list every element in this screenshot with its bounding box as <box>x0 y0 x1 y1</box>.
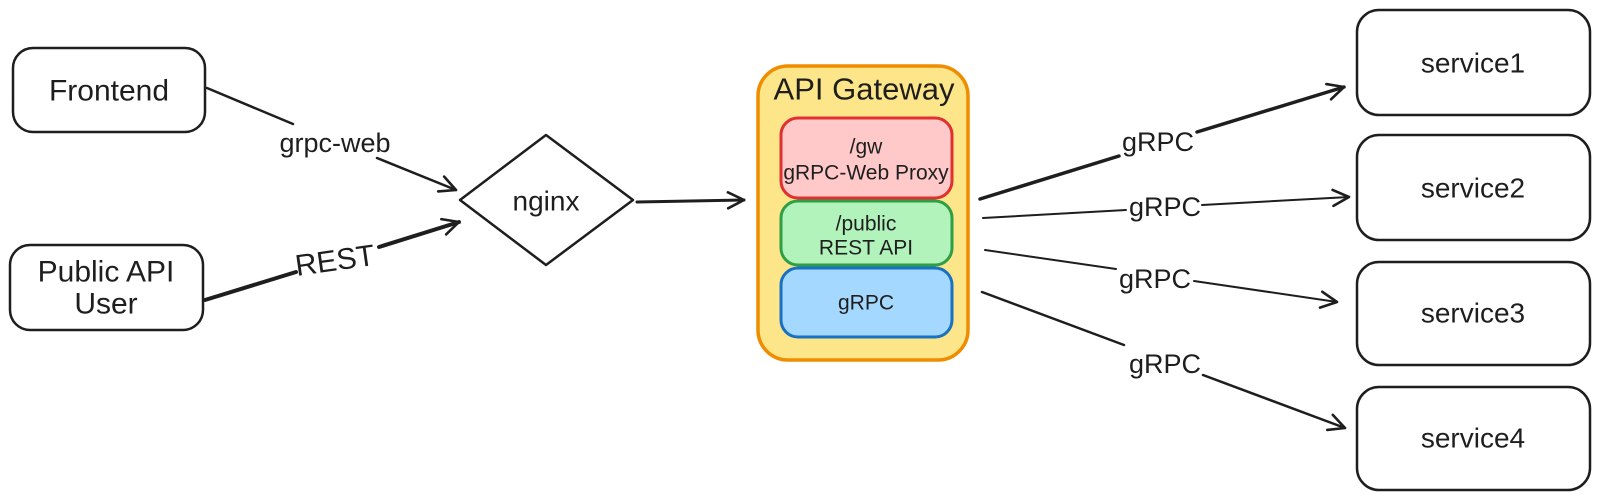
gateway-grpc-box <box>779 266 954 339</box>
node-public-api-user: Public API User <box>8 243 205 332</box>
edge-grpc-service2 <box>982 188 1351 219</box>
node-frontend: Frontend <box>11 46 207 134</box>
edge-grpc2-arrow <box>1201 188 1351 208</box>
frontend-box <box>11 46 207 134</box>
edge-label-grpc-4: gRPC <box>1129 349 1201 379</box>
edge-grpc-service1 <box>978 82 1346 201</box>
rest-api-label-line2: REST API <box>819 237 913 260</box>
edge-grpc4-segment <box>980 290 1126 347</box>
edge-grpc-web-arrow <box>375 156 458 193</box>
rest-api-label-line1: /public <box>836 213 897 236</box>
node-service4: service4 <box>1355 385 1592 492</box>
service1-label: service1 <box>1421 48 1525 79</box>
service3-box <box>1355 260 1592 367</box>
edge-label-grpc-2: gRPC <box>1129 192 1201 222</box>
edge-label-grpc-3: gRPC <box>1119 264 1191 294</box>
node-api-gateway: API Gateway /gw gRPC-Web Proxy /public R… <box>756 64 970 362</box>
public-api-user-label-line2: User <box>74 288 137 321</box>
edge-grpc-service3 <box>984 249 1339 309</box>
node-service2: service2 <box>1355 133 1592 242</box>
edge-grpc-web <box>205 86 458 193</box>
edge-rest-arrow <box>377 217 461 249</box>
edge-grpc-web-segment <box>205 86 295 126</box>
edges-layer <box>203 82 1351 432</box>
nginx-diamond <box>458 133 635 267</box>
edge-grpc1-segment <box>978 154 1121 201</box>
service1-box <box>1355 8 1592 117</box>
gateway-grpc-label: gRPC <box>838 292 894 315</box>
edge-nginx-gateway-arrow <box>635 191 746 210</box>
edge-label-grpc-1: gRPC <box>1122 127 1194 157</box>
gw-proxy-box <box>779 116 954 200</box>
service2-label: service2 <box>1421 173 1525 204</box>
service2-box <box>1355 133 1592 242</box>
service4-label: service4 <box>1421 423 1525 454</box>
rest-api-box <box>779 199 954 267</box>
gw-proxy-label-line1: /gw <box>850 136 884 159</box>
edge-grpc-service4 <box>980 290 1347 432</box>
edge-grpc3-segment <box>984 249 1117 270</box>
api-gateway-title: API Gateway <box>774 72 955 107</box>
edge-rest <box>203 217 461 302</box>
edge-label-grpc-web: grpc-web <box>279 128 390 158</box>
node-public-rest-api: /public REST API <box>779 199 954 267</box>
nginx-label: nginx <box>513 186 580 217</box>
node-service1: service1 <box>1355 8 1592 117</box>
node-gw-grpc-web-proxy: /gw gRPC-Web Proxy <box>779 116 954 200</box>
edge-grpc2-segment <box>982 209 1127 219</box>
service3-label: service3 <box>1421 298 1525 329</box>
gw-proxy-label-line2: gRPC-Web Proxy <box>783 162 949 185</box>
edge-grpc3-arrow <box>1193 280 1339 309</box>
edge-label-rest: REST <box>293 239 377 283</box>
frontend-label: Frontend <box>49 75 169 108</box>
service4-box <box>1355 385 1592 492</box>
node-gateway-grpc: gRPC <box>779 266 954 339</box>
edge-grpc4-arrow <box>1201 373 1347 432</box>
public-api-user-box <box>8 243 205 332</box>
edge-grpc1-arrow <box>1195 82 1346 134</box>
edge-nginx-gateway <box>635 191 746 210</box>
edge-rest-segment <box>203 270 298 302</box>
node-nginx: nginx <box>458 133 635 267</box>
node-service3: service3 <box>1355 260 1592 367</box>
public-api-user-label-line1: Public API <box>38 256 175 289</box>
